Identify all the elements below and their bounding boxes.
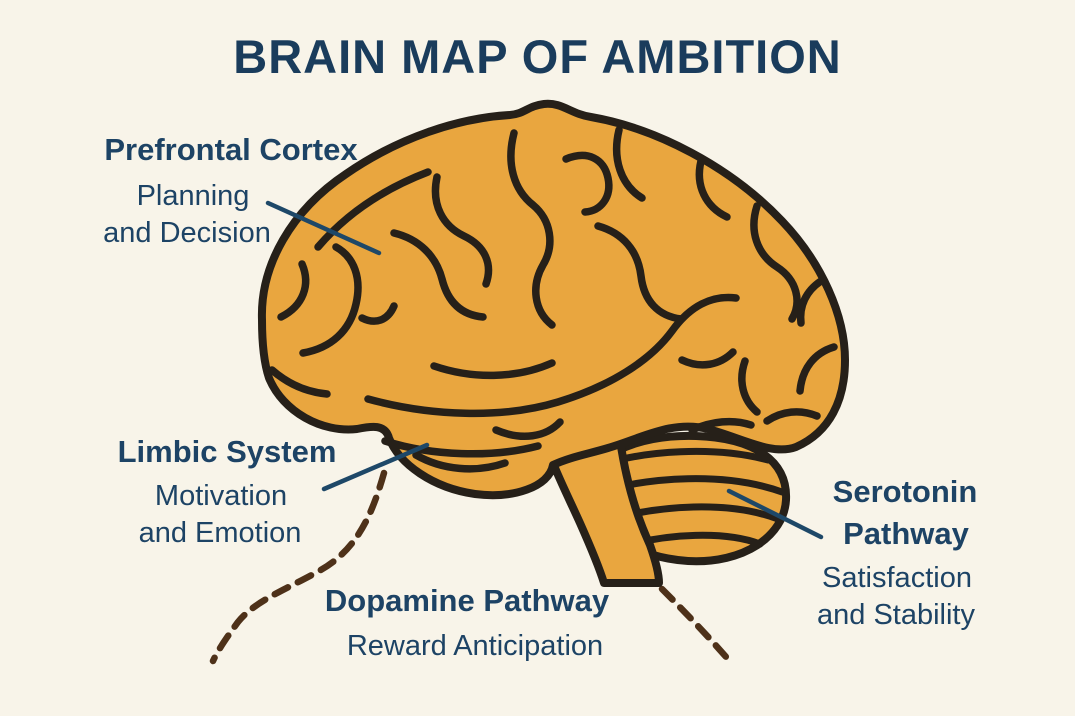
serotonin-pathway-desc-line1: Satisfaction — [822, 562, 972, 594]
prefrontal-cortex-desc-line1: Planning — [136, 180, 250, 212]
serotonin-pathway-label-line2: Pathway — [843, 516, 969, 551]
limbic-leader-line — [321, 442, 430, 492]
limbic-system-label: Limbic System — [117, 434, 337, 469]
limbic-system-desc-line2: and Emotion — [138, 517, 302, 549]
dopamine-dashed-path-left — [209, 469, 388, 665]
limbic-system-desc-line1: Motivation — [154, 480, 288, 512]
prefrontal-cortex-label: Prefrontal Cortex — [104, 132, 358, 167]
brain-stem — [542, 436, 663, 587]
dopamine-pathway-desc-line1: Reward Anticipation — [346, 630, 604, 662]
dopamine-pathway-dashes — [209, 469, 731, 665]
dopamine-pathway-label: Dopamine Pathway — [324, 583, 610, 618]
cerebrum-outline — [257, 99, 849, 500]
dopamine-dashed-path-right — [658, 585, 731, 662]
serotonin-pathway-label-line1: Serotonin — [832, 474, 978, 509]
cerebrum — [257, 99, 849, 500]
page-title: BRAIN MAP OF AMBITION — [233, 30, 842, 83]
gyri-lines — [268, 126, 838, 473]
prefrontal-leader-line — [265, 200, 382, 256]
serotonin-leader-line — [726, 488, 824, 540]
prefrontal-cortex-desc-line2: and Decision — [103, 217, 271, 249]
serotonin-pathway-desc-line2: and Stability — [817, 599, 975, 631]
